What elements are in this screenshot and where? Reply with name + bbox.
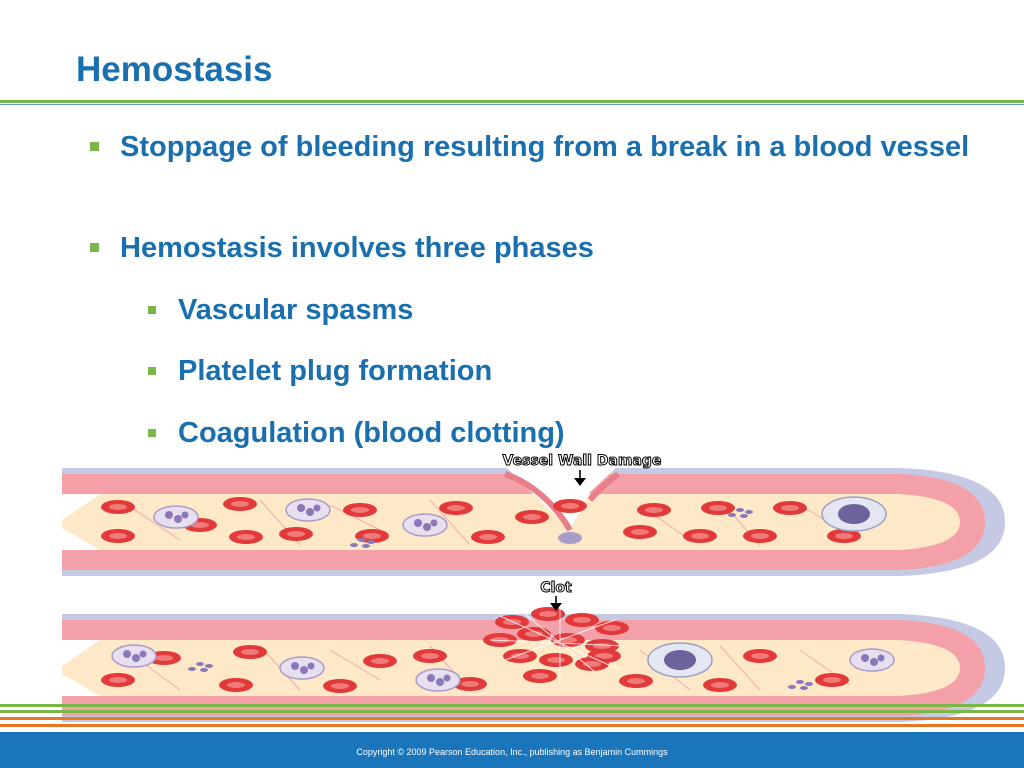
bullet-text: Hemostasis involves three phases: [120, 232, 594, 264]
down-arrow-icon: [574, 470, 586, 486]
footer-bar: [0, 732, 1024, 768]
square-bullet-icon: [90, 243, 99, 252]
copyright-text: Copyright © 2009 Pearson Education, Inc.…: [356, 747, 668, 757]
green-stripe: [0, 710, 1024, 713]
down-arrow-icon: [550, 596, 562, 611]
vessel-illustration: Vessel Wall Damage: [62, 453, 1005, 722]
square-bullet-icon: [90, 142, 99, 151]
square-bullet-icon: [148, 429, 156, 437]
sub-bullet-text: Vascular spasms: [178, 294, 414, 326]
square-bullet-icon: [148, 306, 156, 314]
vessel-wall-damage-label: Vessel Wall Damage: [503, 453, 662, 469]
bullet-item: Stoppage of bleeding resulting from a br…: [90, 128, 980, 167]
damaged-vessel: [62, 466, 1005, 576]
sub-bullet-item: Platelet plug formation: [148, 352, 978, 391]
orange-stripe: [0, 724, 1024, 727]
square-bullet-icon: [148, 367, 156, 375]
sub-bullet-text: Platelet plug formation: [178, 355, 493, 387]
title-divider-green: [0, 100, 1024, 103]
slide-title: Hemostasis: [76, 50, 273, 89]
bullet-text: Stoppage of bleeding resulting from a br…: [120, 131, 970, 163]
clot-label: Clot: [540, 580, 572, 596]
green-stripe: [0, 704, 1024, 707]
orange-stripe: [0, 717, 1024, 720]
title-divider-blue: [0, 104, 1024, 105]
bullet-item: Hemostasis involves three phases: [90, 229, 980, 268]
sub-bullet-item: Coagulation (blood clotting): [148, 414, 978, 453]
monocyte: [647, 642, 713, 678]
sub-bullet-item: Vascular spasms: [148, 291, 978, 330]
clot-mass: [483, 606, 629, 683]
sub-bullet-text: Coagulation (blood clotting): [178, 417, 565, 449]
monocyte: [821, 496, 887, 532]
